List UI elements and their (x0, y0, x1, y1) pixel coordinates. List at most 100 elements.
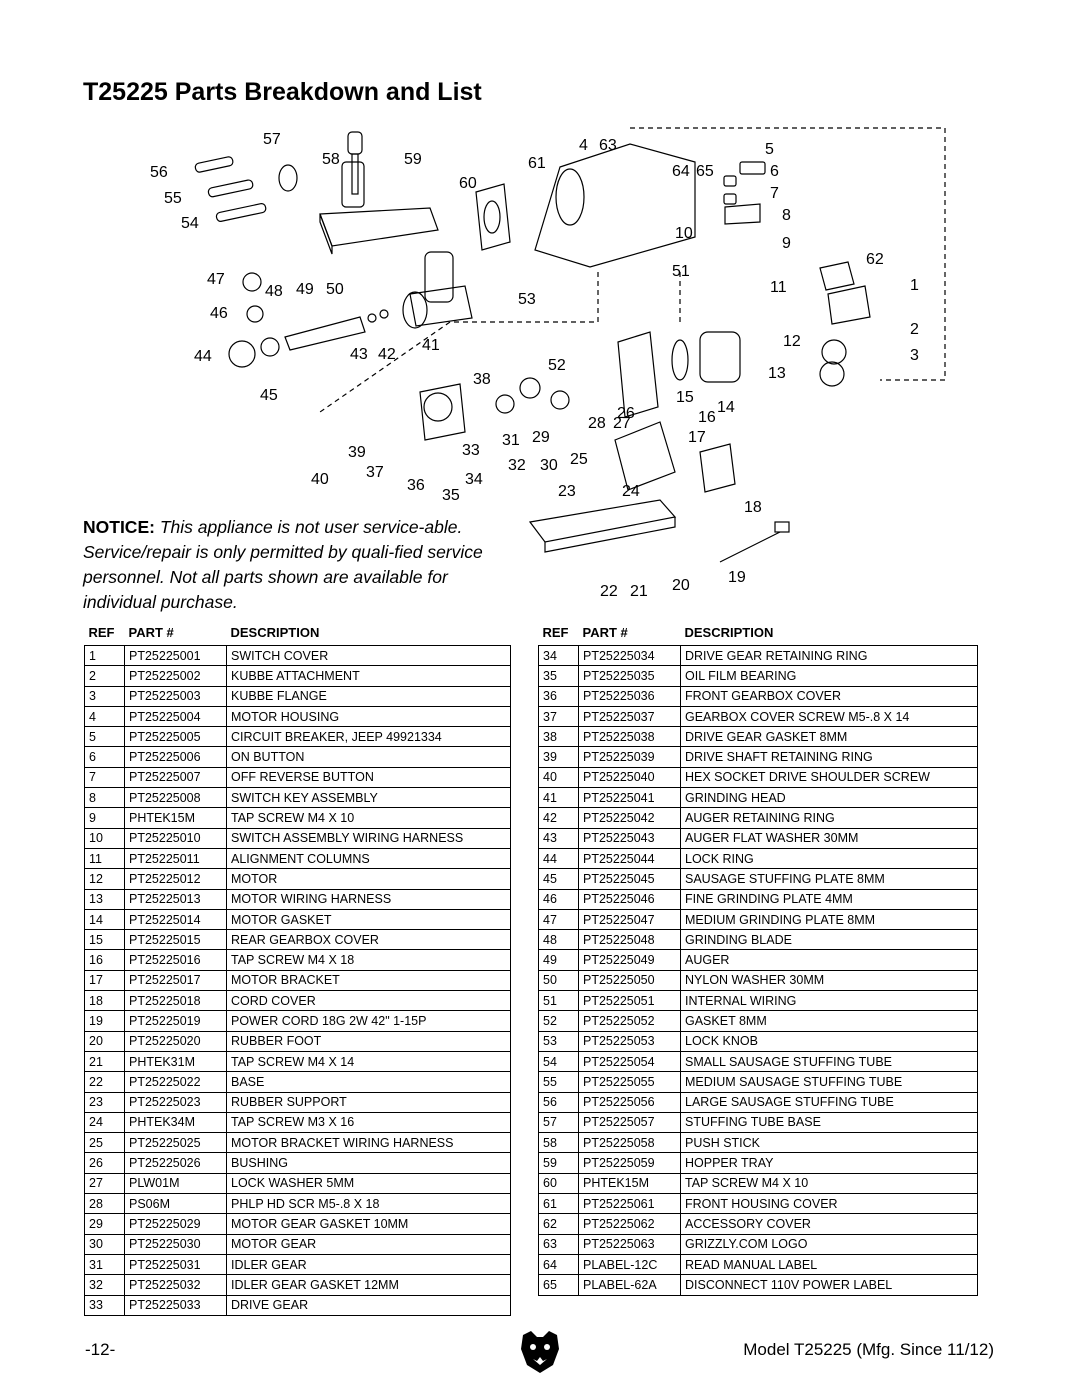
ref-cell: 29 (84, 1213, 125, 1235)
ref-cell: 54 (538, 1050, 579, 1073)
base-drawing (528, 499, 790, 563)
ref-cell: 57 (538, 1111, 579, 1134)
part-number-cell: PT25225037 (578, 705, 681, 728)
part-number-cell: PLABEL-62A (578, 1274, 681, 1296)
description-cell: ON BUTTON (226, 746, 511, 768)
svg-text:64: 64 (672, 163, 690, 180)
description-cell: IDLER GEAR GASKET 12MM (226, 1274, 511, 1296)
ref-cell: 51 (538, 990, 579, 1012)
svg-text:41: 41 (422, 337, 440, 354)
description-cell: OFF REVERSE BUTTON (226, 766, 511, 789)
part-number-cell: PT25225045 (578, 868, 681, 890)
description-cell: ACCESSORY COVER (680, 1213, 978, 1235)
description-cell: RUBBER FOOT (226, 1030, 511, 1052)
ref-cell: 22 (84, 1071, 125, 1093)
description-cell: READ MANUAL LABEL (680, 1253, 978, 1276)
svg-text:24: 24 (622, 483, 640, 500)
sausage-tubes-drawing (194, 156, 298, 222)
ref-cell: 7 (84, 766, 125, 789)
ref-cell: 62 (538, 1213, 579, 1235)
notice-text: This appliance is not user service-able.… (83, 517, 483, 612)
part-number-cell: PT25225052 (578, 1010, 681, 1032)
part-number-cell: PT25225020 (124, 1030, 227, 1052)
description-cell: DRIVE GEAR GASKET 8MM (680, 726, 978, 748)
svg-text:13: 13 (768, 365, 786, 382)
ref-cell: 50 (538, 969, 579, 992)
description-cell: AUGER FLAT WASHER 30MM (680, 827, 978, 849)
ref-cell: 24 (84, 1111, 125, 1134)
ref-cell: 65 (538, 1274, 579, 1296)
part-number-cell: PT25225053 (578, 1030, 681, 1052)
part-number-cell: PT25225012 (124, 868, 227, 890)
description-cell: GASKET 8MM (680, 1010, 978, 1032)
description-cell: AUGER (680, 949, 978, 971)
model-info: Model T25225 (Mfg. Since 11/12) (743, 1340, 994, 1359)
ref-cell: 4 (84, 705, 125, 728)
part-number-cell: PT25225016 (124, 949, 227, 971)
part-number-cell: PT25225063 (578, 1233, 681, 1255)
description-cell: KUBBE ATTACHMENT (226, 665, 511, 687)
description-cell: MOTOR BRACKET (226, 969, 511, 992)
part-number-cell: PT25225044 (578, 847, 681, 870)
part-number-cell: PT25225010 (124, 827, 227, 849)
description-cell: TAP SCREW M4 X 14 (226, 1050, 511, 1073)
description-cell: FINE GRINDING PLATE 4MM (680, 888, 978, 910)
page-title: T25225 Parts Breakdown and List (83, 78, 482, 106)
part-number-cell: PT25225030 (124, 1233, 227, 1255)
svg-text:39: 39 (348, 444, 366, 461)
svg-text:40: 40 (311, 471, 329, 488)
description-cell: GRIZZLY.COM LOGO (680, 1233, 978, 1255)
ref-cell: 44 (538, 847, 579, 870)
description-cell: MEDIUM SAUSAGE STUFFING TUBE (680, 1071, 978, 1093)
part-number-cell: PT25225057 (578, 1111, 681, 1134)
svg-text:63: 63 (599, 137, 617, 154)
description-cell: IDLER GEAR (226, 1253, 511, 1276)
ref-cell: 53 (538, 1030, 579, 1052)
part-number-cell: PT25225001 (124, 644, 227, 667)
part-number-cell: PT25225034 (578, 644, 681, 667)
description-cell: HEX SOCKET DRIVE SHOULDER SCREW (680, 766, 978, 789)
svg-text:42: 42 (378, 346, 396, 363)
ref-cell: 49 (538, 949, 579, 971)
service-notice: NOTICE: This appliance is not user servi… (83, 515, 523, 615)
description-cell: MOTOR WIRING HARNESS (226, 888, 511, 910)
description-cell: PHLP HD SCR M5-.8 X 18 (226, 1193, 511, 1215)
ref-cell: 13 (84, 888, 125, 910)
svg-text:37: 37 (366, 464, 384, 481)
svg-text:55: 55 (164, 190, 182, 207)
part-number-cell: PT25225042 (578, 807, 681, 829)
description-cell: GRINDING HEAD (680, 787, 978, 809)
part-number-cell: PT25225032 (124, 1274, 227, 1296)
header-description: DESCRIPTION (230, 624, 320, 640)
ref-cell: 2 (84, 665, 125, 687)
part-number-cell: PT25225062 (578, 1213, 681, 1235)
ref-cell: 11 (84, 847, 125, 870)
ref-cell: 25 (84, 1132, 125, 1154)
